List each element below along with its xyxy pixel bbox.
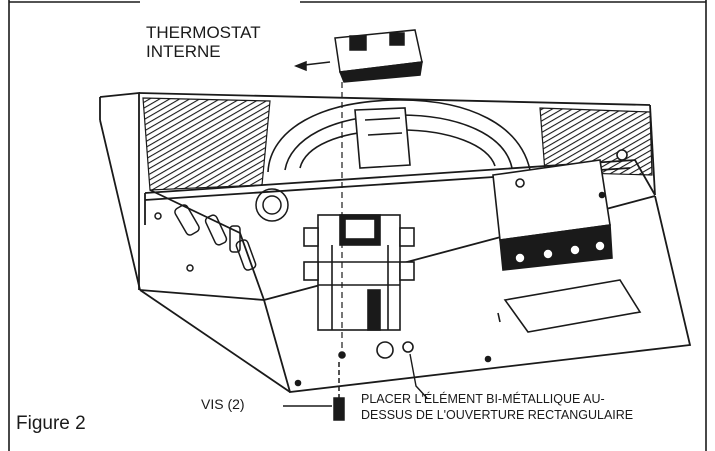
left-components	[154, 188, 289, 272]
screw	[333, 362, 345, 421]
thermostat-part	[293, 29, 423, 83]
screws-label: VIS (2)	[201, 396, 245, 412]
rectangular-opening	[497, 279, 642, 333]
leader-lines	[283, 353, 428, 407]
thermostat-label-line2: INTERNE	[146, 42, 221, 61]
terminal-block	[492, 149, 628, 271]
thermostat-label-line1: THERMOSTAT	[146, 23, 261, 42]
placement-instruction-line1: PLACER L'ÉLÉMENT BI-MÉTALLIQUE AU-	[361, 392, 605, 406]
panel-holes	[294, 191, 606, 387]
placement-instruction: PLACER L'ÉLÉMENT BI-MÉTALLIQUE AU- DESSU…	[361, 391, 633, 423]
figure-frame	[8, 0, 707, 451]
fan-shroud	[267, 99, 531, 173]
figure-caption: Figure 2	[16, 413, 86, 434]
thermostat-label: THERMOSTAT INTERNE	[146, 23, 261, 61]
unit-housing	[99, 92, 656, 291]
contactor	[303, 214, 415, 331]
control-panel	[139, 159, 692, 393]
placement-instruction-line2: DESSUS DE L'OUVERTURE RECTANGULAIRE	[361, 408, 634, 422]
